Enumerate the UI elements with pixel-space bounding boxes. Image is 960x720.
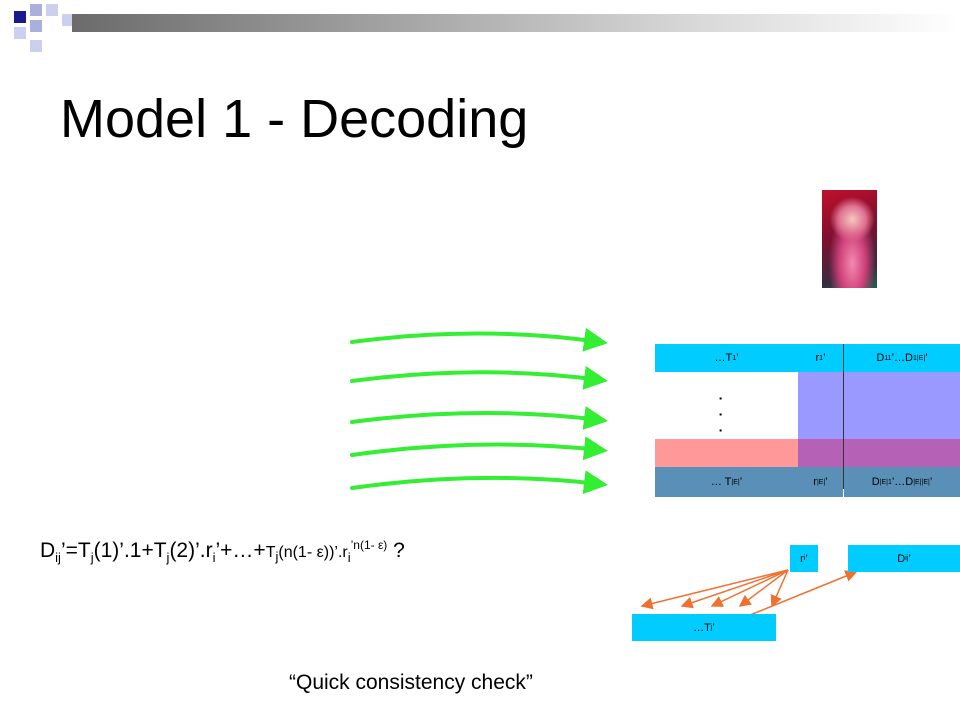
table-rowE-d-cell: D|E|1’…D|E||E|’ [844, 467, 960, 497]
table-body-bottom-right [798, 439, 960, 467]
green-arrow-2 [350, 365, 608, 390]
orange-arrow-3 [710, 569, 789, 607]
slide-title: Model 1 - Decoding [60, 89, 529, 149]
table-rowE-r-cell: r|E|’ [798, 467, 843, 497]
orange-arrow-4 [738, 569, 789, 607]
orange-arrow-1 [640, 569, 789, 610]
quick-check-quote: “Quick consistency check” [289, 671, 533, 694]
header-gradient-bar [72, 14, 960, 32]
orange-arrow-2 [680, 569, 789, 609]
table-body-bottom-left [655, 439, 798, 467]
photo-image [822, 190, 877, 288]
table-row-ellipsis: ··· [718, 390, 724, 438]
decoding-equation: Dij’=Tj(1)’.1+Tj(2)’.ri’+…+Tj(n(1- ε))’.… [40, 538, 405, 566]
table-body-top-right [798, 372, 960, 439]
table-rowE-t-cell: … T|E|’ [655, 467, 798, 497]
green-arrow-3 [350, 406, 608, 430]
green-arrow-4 [350, 436, 608, 461]
green-arrow-1 [350, 327, 608, 352]
orange-arrow-5 [770, 569, 789, 608]
green-arrow-5 [350, 470, 608, 495]
